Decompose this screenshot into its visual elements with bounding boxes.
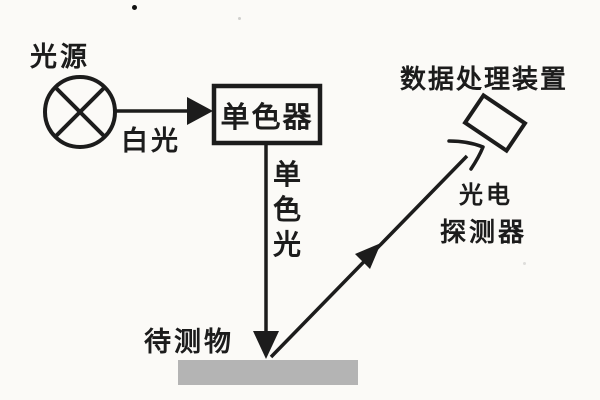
photodetector-label-line1: 光电: [459, 180, 513, 209]
reflected-beam-arrowhead-icon: [355, 243, 381, 269]
white-light-arrowhead-icon: [187, 97, 213, 125]
scan-speck: [523, 262, 526, 265]
sample-label: 待测物: [144, 327, 234, 358]
detector-open-arrowhead-icon: [447, 139, 485, 171]
data-processor-label: 数据处理装置: [400, 65, 569, 95]
light-source-label: 光源: [30, 42, 90, 73]
photodetector-box: [462, 92, 528, 154]
monochromatic-light-label: 单色光: [273, 158, 302, 261]
monochromatic-arrowhead-icon: [253, 331, 279, 359]
scan-speck: [238, 17, 241, 20]
monochromator-label: 单色器: [220, 99, 314, 134]
sample-slab: [178, 360, 358, 385]
scan-speck: [132, 5, 137, 10]
white-light-label: 白光: [121, 126, 181, 157]
light-source-cross-line: [53, 85, 107, 139]
photodetector-label-line2: 探测器: [440, 218, 528, 248]
